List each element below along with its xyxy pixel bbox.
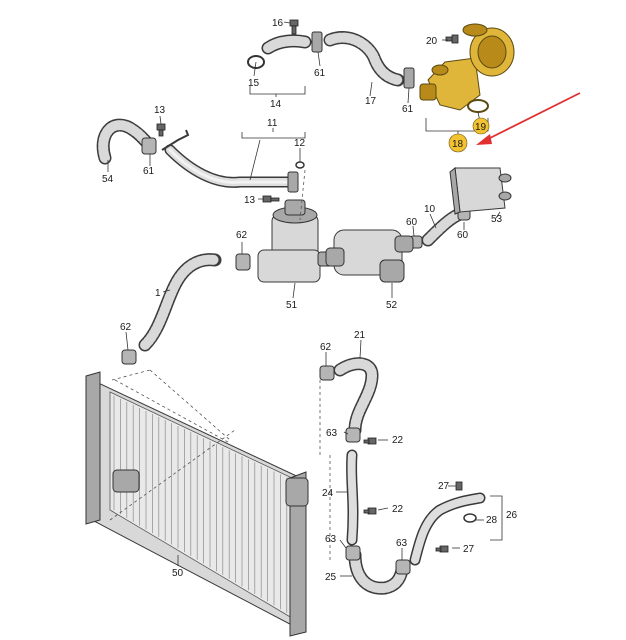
thermostat-housing bbox=[325, 229, 414, 283]
label-10: 10 bbox=[424, 204, 436, 215]
label-63-a: 63 bbox=[326, 428, 338, 439]
highlight-badge bbox=[448, 133, 468, 153]
label-18: 18 bbox=[452, 139, 464, 150]
label-13-b: 13 bbox=[244, 195, 256, 206]
clamps bbox=[121, 137, 471, 575]
label-24: 24 bbox=[322, 488, 334, 499]
oil-cooler bbox=[449, 167, 512, 215]
label-62-c: 62 bbox=[320, 342, 332, 353]
label-26: 26 bbox=[506, 510, 518, 521]
hose-25 bbox=[348, 548, 409, 595]
label-27-b: 27 bbox=[463, 544, 475, 555]
label-13-a: 13 bbox=[154, 105, 166, 116]
label-20: 20 bbox=[426, 36, 438, 47]
label-63-c: 63 bbox=[396, 538, 408, 549]
pipe-11 bbox=[161, 129, 299, 193]
label-60-b: 60 bbox=[457, 230, 469, 241]
highlighted-part-18 bbox=[419, 23, 515, 113]
label-51: 51 bbox=[286, 300, 298, 311]
label-53: 53 bbox=[491, 214, 503, 225]
label-22-b: 22 bbox=[392, 504, 404, 515]
label-15: 15 bbox=[248, 78, 260, 89]
label-62-a: 62 bbox=[236, 230, 248, 241]
label-52: 52 bbox=[386, 300, 398, 311]
label-22-a: 22 bbox=[392, 435, 404, 446]
highlight-badge-19 bbox=[472, 117, 490, 135]
leader-lines bbox=[107, 21, 503, 577]
label-50: 50 bbox=[172, 568, 184, 579]
red-arrow bbox=[476, 92, 581, 145]
label-19: 19 bbox=[475, 122, 487, 133]
label-17: 17 bbox=[365, 96, 377, 107]
label-21: 21 bbox=[354, 330, 366, 341]
hose-21 bbox=[333, 357, 379, 437]
label-54: 54 bbox=[102, 174, 114, 185]
label-16: 16 bbox=[272, 18, 284, 29]
oil-filter-housing bbox=[257, 199, 339, 283]
label-61-c: 61 bbox=[143, 166, 155, 177]
pipe-26 bbox=[409, 492, 486, 566]
hose-17 bbox=[323, 31, 415, 89]
label-14: 14 bbox=[270, 99, 282, 110]
label-12: 12 bbox=[294, 138, 306, 149]
label-27: 27 bbox=[438, 481, 450, 492]
hose-14 bbox=[247, 31, 323, 69]
label-63-b: 63 bbox=[325, 534, 337, 545]
label-60-a: 60 bbox=[406, 217, 418, 228]
part-labels: 16 15 14 61 17 61 20 19 18 13 11 12 61 5… bbox=[102, 18, 518, 583]
label-25: 25 bbox=[325, 572, 337, 583]
label-1: 1 bbox=[155, 288, 161, 299]
label-61-b: 61 bbox=[402, 104, 414, 115]
label-28: 28 bbox=[486, 515, 498, 526]
hose-10 bbox=[421, 207, 467, 247]
pipe-24 bbox=[346, 449, 359, 546]
label-62-b: 62 bbox=[120, 322, 132, 333]
label-11: 11 bbox=[267, 118, 278, 129]
hose-1 bbox=[138, 253, 222, 352]
label-61-a: 61 bbox=[314, 68, 326, 79]
